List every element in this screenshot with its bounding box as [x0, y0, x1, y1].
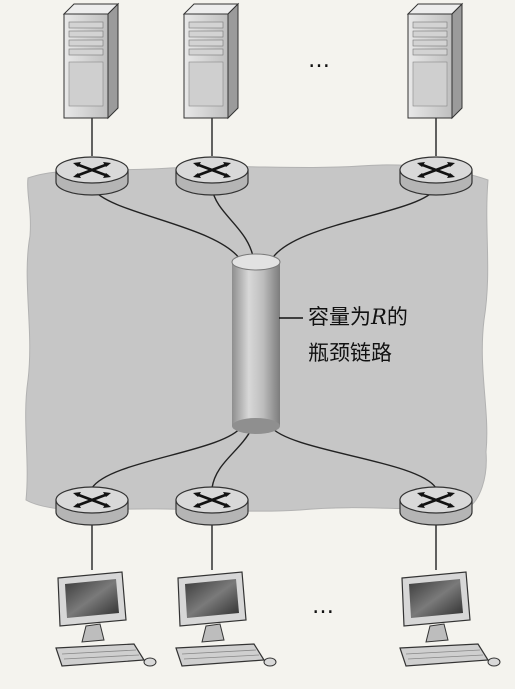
top-router-3 — [399, 156, 473, 196]
client-2 — [175, 571, 277, 667]
bottleneck-pipe-bottom — [232, 418, 280, 434]
router-arrowhead — [73, 503, 81, 508]
router-arrow — [419, 162, 453, 178]
router-arrowhead — [103, 492, 111, 497]
monitor-stand — [201, 623, 225, 643]
server-panel — [188, 61, 224, 107]
monitor-stand — [81, 623, 105, 643]
server-drive-bay — [412, 30, 448, 38]
mouse — [487, 657, 501, 667]
router-arrowhead — [417, 162, 425, 167]
server-drive-bay — [412, 48, 448, 56]
server-drive-bay — [68, 48, 104, 56]
router-arrowhead — [447, 173, 455, 178]
router-arrowhead — [447, 503, 455, 508]
router-arrowhead — [223, 492, 231, 497]
server-drive-bay — [188, 21, 224, 29]
router-arrowhead — [417, 492, 425, 497]
router-arrowhead — [193, 503, 201, 508]
server-side — [227, 2, 239, 120]
bottom-router-3 — [399, 486, 473, 526]
router-arrowhead — [73, 492, 81, 497]
top-ellipsis: … — [308, 48, 332, 73]
bottleneck-link — [231, 253, 281, 434]
link-top-left — [91, 187, 243, 263]
router-arrowhead — [193, 492, 201, 497]
server-drive-bay — [68, 39, 104, 47]
server-drive-bay — [412, 21, 448, 29]
keyboard-keys — [63, 654, 140, 660]
router-arrowhead — [193, 173, 201, 178]
server-2 — [182, 2, 240, 120]
bottleneck-label-line2: 瓶颈链路 — [308, 341, 392, 365]
monitor-stand — [425, 623, 449, 643]
link-top-middle — [211, 187, 255, 263]
keyboard — [399, 643, 490, 667]
server-drive-bay — [188, 39, 224, 47]
bottleneck-pipe-body — [232, 262, 280, 426]
router-arrow — [419, 492, 453, 508]
client-1 — [55, 571, 157, 667]
mouse — [263, 657, 277, 667]
router-arrowhead — [103, 173, 111, 178]
top-router-1 — [55, 156, 129, 196]
router-arrowhead — [417, 503, 425, 508]
server-3 — [406, 2, 464, 120]
monitor-screen — [65, 579, 119, 618]
server-drive-bay — [68, 30, 104, 38]
server-drive-bay — [188, 48, 224, 56]
router-arrowhead — [447, 492, 455, 497]
mouse — [143, 657, 157, 667]
server-drive-bay — [68, 21, 104, 29]
bottleneck-label-line1: 容量为R的 — [308, 305, 408, 329]
server-1 — [62, 2, 120, 120]
link-bottom-right — [269, 425, 437, 489]
router-arrowhead — [73, 162, 81, 167]
router-arrowhead — [103, 162, 111, 167]
server-drive-bay — [412, 39, 448, 47]
monitor-screen — [409, 579, 463, 618]
bottleneck-pipe-top — [231, 253, 281, 271]
router-arrowhead — [73, 173, 81, 178]
keyboard-keys — [407, 654, 484, 660]
bottom-router-1 — [55, 486, 129, 526]
router-arrow — [75, 492, 109, 508]
links-layer — [91, 118, 437, 570]
bottleneck-label: 容量为R的 瓶颈链路 — [308, 299, 408, 371]
link-bottom-left — [91, 425, 243, 489]
keyboard — [55, 643, 146, 667]
link-top-right — [269, 187, 437, 263]
client-3 — [399, 571, 501, 667]
server-side — [451, 2, 463, 120]
router-arrowhead — [103, 503, 111, 508]
devices-layer — [55, 2, 501, 667]
top-router-2 — [175, 156, 249, 196]
server-panel — [68, 61, 104, 107]
router-arrow — [195, 162, 229, 178]
keyboard-keys — [61, 649, 137, 655]
router-arrow — [195, 492, 229, 508]
keyboard-keys — [183, 654, 260, 660]
server-side — [107, 2, 119, 120]
keyboard-keys — [181, 649, 257, 655]
keyboard — [175, 643, 266, 667]
bottom-ellipsis: … — [312, 594, 336, 619]
monitor-screen — [185, 579, 239, 618]
router-arrowhead — [223, 162, 231, 167]
router-arrowhead — [447, 162, 455, 167]
bottom-router-2 — [175, 486, 249, 526]
server-panel — [412, 61, 448, 107]
link-bottom-middle — [211, 427, 253, 489]
router-arrowhead — [193, 162, 201, 167]
router-arrowhead — [417, 173, 425, 178]
keyboard-keys — [405, 649, 481, 655]
server-drive-bay — [188, 30, 224, 38]
router-arrowhead — [223, 173, 231, 178]
router-arrow — [75, 162, 109, 178]
router-arrowhead — [223, 503, 231, 508]
